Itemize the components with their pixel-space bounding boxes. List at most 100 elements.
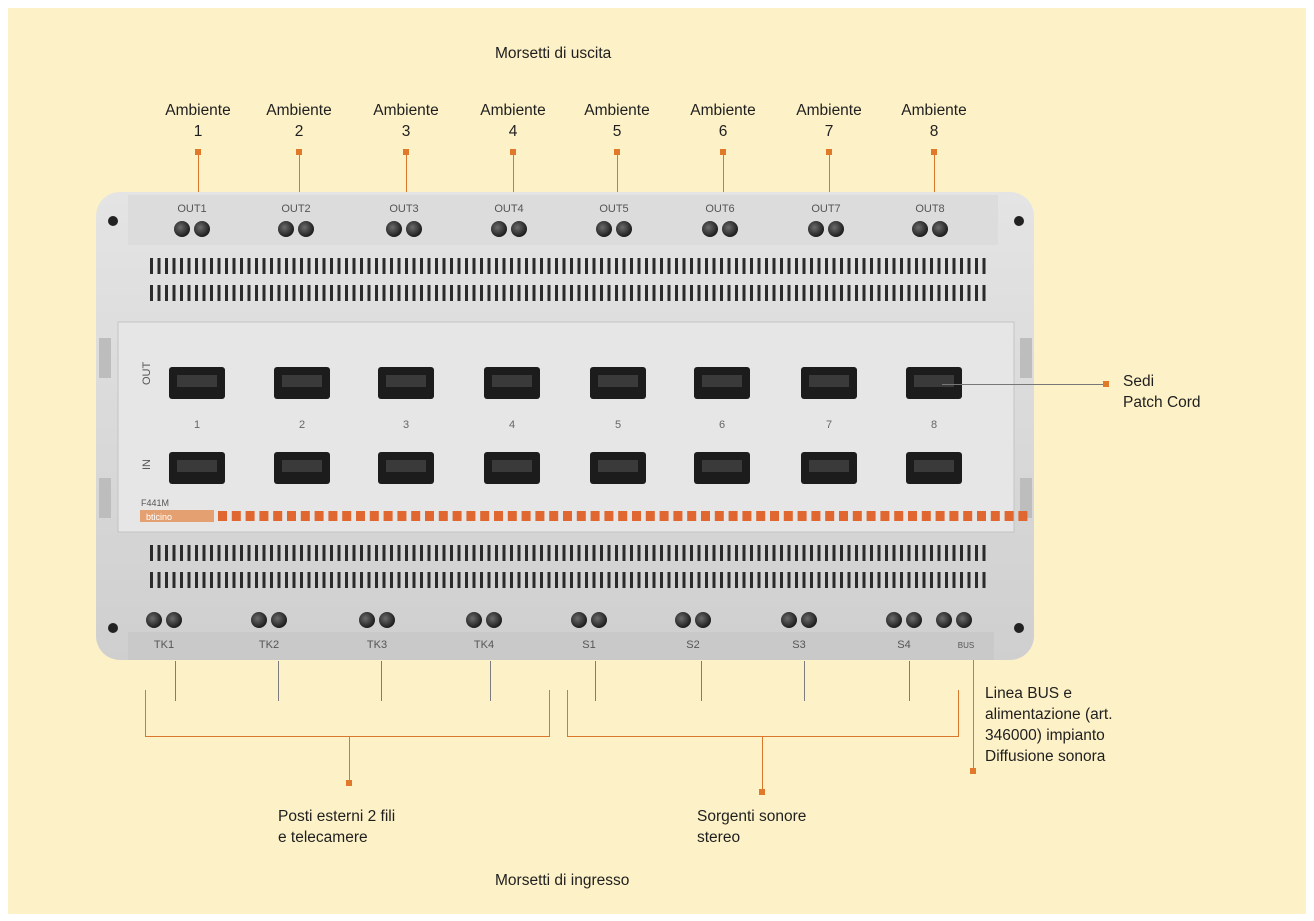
terminal-screw [932,221,948,237]
vent-slot [368,545,371,561]
vent-slot [638,258,641,274]
vent-slot [210,258,213,274]
vent-slot [833,285,836,301]
vent-slot [968,545,971,561]
vent-slot [653,258,656,274]
port-number: 3 [403,419,409,431]
vent-slot [945,285,948,301]
vent-slot [285,258,288,274]
vent-slot [420,258,423,274]
vent-slot [390,545,393,561]
led-indicator [1005,511,1014,521]
vent-slot [713,285,716,301]
vent-slot [300,545,303,561]
vent-slot [255,572,258,588]
vent-slot [908,545,911,561]
led-indicator [232,511,241,521]
vent-slot [773,258,776,274]
patch-port-pins [598,460,638,472]
terminal-screw [486,612,502,628]
led-indicator [328,511,337,521]
vent-slot [818,285,821,301]
vent-slot [570,285,573,301]
vent-slot [638,285,641,301]
terminal-screw [359,612,375,628]
vent-slot [900,572,903,588]
vent-slot [555,285,558,301]
vent-slot [885,285,888,301]
vent-slot [383,572,386,588]
vent-slot [398,258,401,274]
vent-slot [480,285,483,301]
vent-slot [375,545,378,561]
vent-slot [825,545,828,561]
vent-slot [683,572,686,588]
vent-slot [645,572,648,588]
led-indicator [466,511,475,521]
input-leader-tick [490,661,491,701]
vent-slot [750,258,753,274]
port-number: 2 [299,419,305,431]
led-indicator [356,511,365,521]
vent-slot [488,285,491,301]
vent-slot [855,285,858,301]
vent-slot [795,285,798,301]
vent-slot [330,545,333,561]
vent-slot [443,545,446,561]
inputs-title: Morsetti di ingresso [495,870,629,891]
vent-slot [818,545,821,561]
vent-slot [630,545,633,561]
led-indicator [908,511,917,521]
vent-slot [645,258,648,274]
led-indicator [922,511,931,521]
input-leader-tick [595,661,596,701]
vent-slot [953,285,956,301]
bracket-sorgenti-dot [759,789,765,795]
vent-slot [593,545,596,561]
vent-slot [338,258,341,274]
vent-slot [690,258,693,274]
vent-slot [645,545,648,561]
vent-slot [165,258,168,274]
led-indicator [563,511,572,521]
patch-port-pins [809,460,849,472]
port-number: 8 [931,419,937,431]
led-indicator [494,511,503,521]
vent-slot [900,545,903,561]
vent-slot [458,258,461,274]
vent-slot [803,572,806,588]
input-leader-tick [278,661,279,701]
vent-slot [780,572,783,588]
vent-slot [735,258,738,274]
led-indicator [1018,511,1027,521]
vent-slot [270,258,273,274]
vent-slot [285,545,288,561]
vent-slot [803,285,806,301]
terminal-screw [511,221,527,237]
vent-slot [713,545,716,561]
vent-slot [600,572,603,588]
vent-slot [765,285,768,301]
vent-slot [533,258,536,274]
vent-slot [945,258,948,274]
vent-slot [233,572,236,588]
vent-slot [705,258,708,274]
terminal-screw [596,221,612,237]
vent-slot [653,572,656,588]
vent-slot [840,545,843,561]
vent-slot [585,545,588,561]
port-number: 7 [826,419,832,431]
out-terminal-label: OUT4 [494,203,523,215]
vent-slot [878,285,881,301]
vent-slot [623,545,626,561]
vent-slot [405,545,408,561]
in-terminal-label: TK1 [154,639,174,651]
vent-slot [570,258,573,274]
vent-slot [195,258,198,274]
in-terminal-label: TK4 [474,639,494,651]
vent-slot [915,285,918,301]
vent-slot [960,545,963,561]
vent-slot [705,285,708,301]
vent-slot [233,258,236,274]
